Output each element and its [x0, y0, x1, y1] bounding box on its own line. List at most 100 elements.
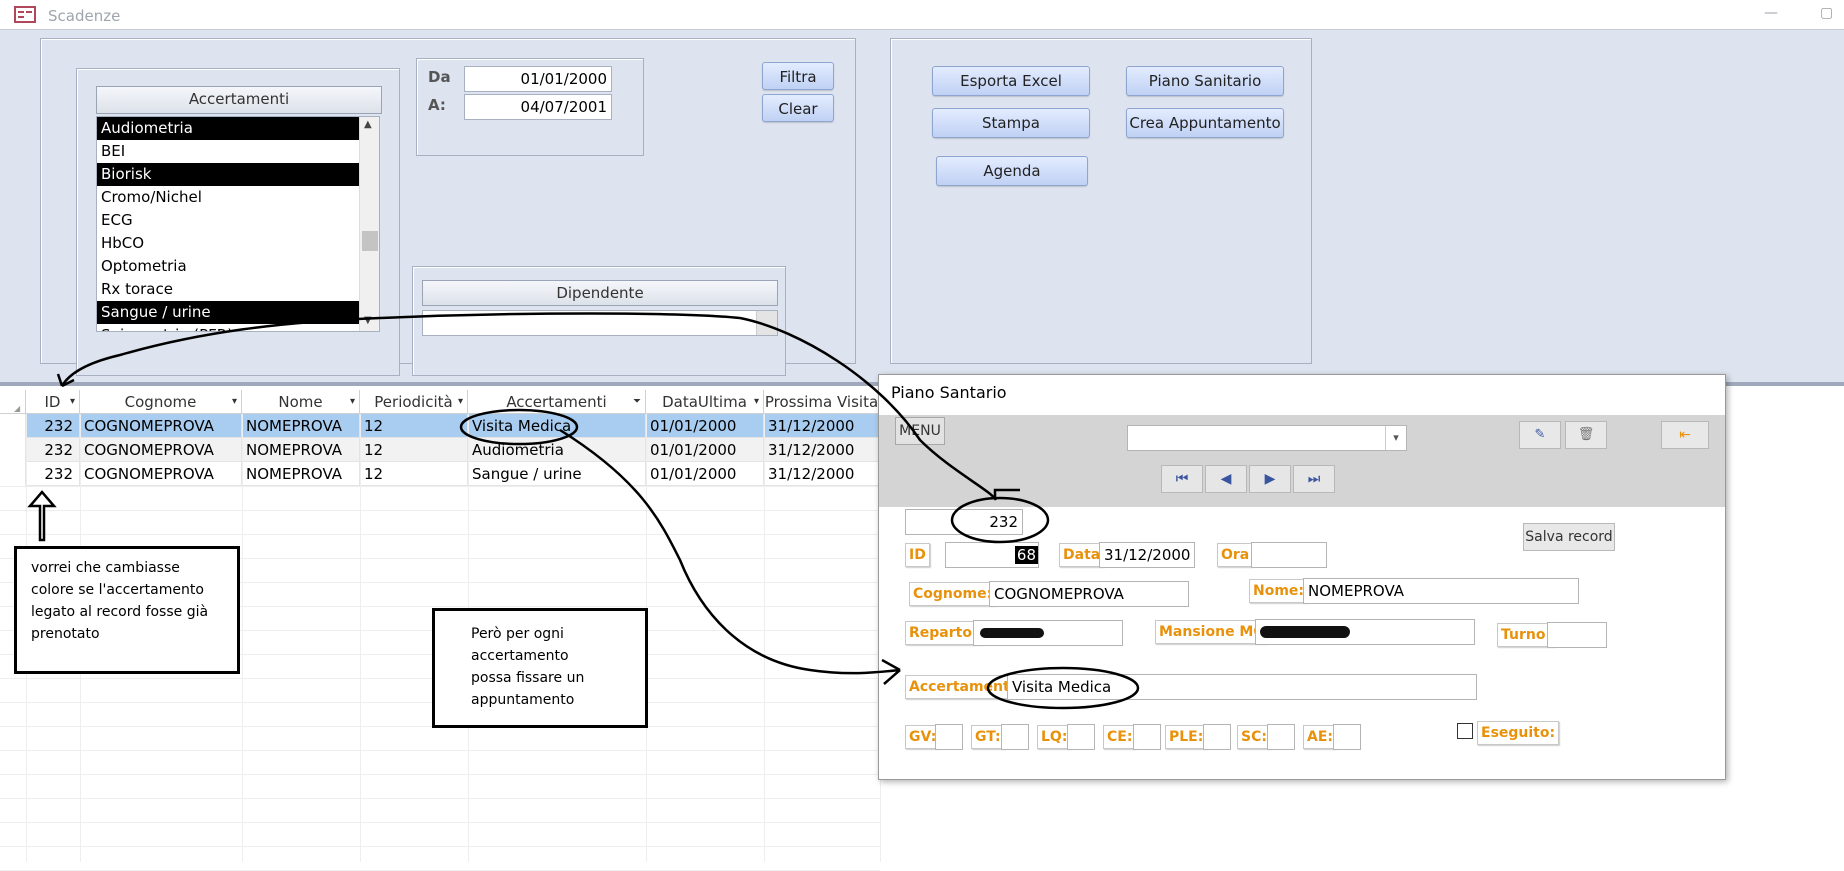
small-field-input[interactable] [1133, 724, 1161, 750]
scroll-up-icon[interactable]: ▲ [364, 119, 372, 130]
accertamento-list-item[interactable]: ECG [101, 211, 133, 229]
dropdown-arrow-icon[interactable]: ▾ [457, 396, 463, 407]
grid-cell[interactable]: Visita Medica [468, 414, 646, 438]
row-selector[interactable] [0, 414, 26, 438]
esporta-excel-button[interactable]: Esporta Excel [932, 66, 1090, 96]
data-field[interactable]: 31/12/2000 [1099, 542, 1195, 568]
dropdown-arrow-icon[interactable]: ▾ [231, 396, 237, 407]
agenda-button[interactable]: Agenda [936, 156, 1088, 186]
small-field-input[interactable] [935, 724, 963, 750]
grid-column-header[interactable]: Cognome ▾ [80, 390, 242, 414]
grid-cell[interactable]: 232 [26, 462, 80, 486]
grid-cell[interactable]: 12 [360, 438, 468, 462]
restore-button[interactable]: ▢ [1820, 5, 1834, 21]
filter-icon[interactable]: ⏷ [633, 396, 641, 407]
grid-cell[interactable]: 12 [360, 414, 468, 438]
dropdown-arrow-icon[interactable]: ▾ [349, 396, 355, 407]
salva-record-button[interactable]: Salva record [1523, 523, 1615, 551]
grid-cell[interactable]: 01/01/2000 [646, 438, 764, 462]
accertamento-list-item[interactable]: HbCO [101, 234, 145, 252]
grid-column-header[interactable]: Nome ▾ [242, 390, 360, 414]
grid-cell[interactable]: 12 [360, 462, 468, 486]
grid-cell[interactable]: 31/12/2000 [764, 438, 880, 462]
accertamento-list-item[interactable]: BEI [101, 142, 126, 160]
exit-door-icon[interactable]: ⇤ [1661, 421, 1709, 449]
grid-cell[interactable]: NOMEPROVA [242, 414, 360, 438]
grid-cell[interactable]: COGNOMEPROVA [80, 462, 242, 486]
nome-label: Nome: [1249, 579, 1309, 603]
last-record-icon[interactable]: ⏭ [1293, 465, 1335, 493]
dropdown-arrow-icon[interactable]: ▾ [753, 396, 759, 407]
mansione-field[interactable] [1255, 619, 1475, 645]
accertamento-list-item[interactable]: Sangue / urine [97, 301, 359, 324]
id-field[interactable]: 68 [945, 542, 1039, 568]
grid-column-header[interactable]: DataUltima ▾ [646, 390, 764, 414]
accertamento-field[interactable]: Visita Medica [1007, 674, 1477, 700]
grid-cell[interactable]: 232 [26, 438, 80, 462]
ora-field[interactable] [1251, 542, 1327, 568]
accertamento-list-item[interactable]: Spirometria (PFR) [97, 324, 359, 331]
small-field-input[interactable] [1203, 724, 1231, 750]
listbox-scrollbar[interactable]: ▲ ▼ [359, 117, 379, 331]
record-id-field[interactable]: 232 [905, 509, 1023, 535]
combo-chevron-down-icon[interactable]: ▾ [1385, 426, 1406, 450]
grid-cell[interactable]: NOMEPROVA [242, 438, 360, 462]
grid-cell[interactable]: 31/12/2000 [764, 414, 880, 438]
accertamento-list-item[interactable]: Rx torace [101, 280, 173, 298]
small-field-input[interactable] [1067, 724, 1095, 750]
small-field-input[interactable] [1001, 724, 1029, 750]
row-selector[interactable] [0, 438, 26, 462]
first-record-icon[interactable]: ⏮ [1161, 465, 1203, 493]
edit-pencil-icon[interactable]: ✎ [1519, 421, 1561, 449]
grid-cell[interactable]: COGNOMEPROVA [80, 414, 242, 438]
grid-column-header[interactable]: Periodicità ▾ [360, 390, 468, 414]
clear-button[interactable]: Clear [762, 94, 834, 122]
a-date-field[interactable]: 04/07/2001 [464, 94, 612, 120]
grid-column-header[interactable]: ID ▾ [26, 390, 80, 414]
stampa-button[interactable]: Stampa [932, 108, 1090, 138]
prev-record-icon[interactable]: ◀ [1205, 465, 1247, 493]
scroll-down-icon[interactable]: ▼ [364, 315, 372, 326]
small-field-input[interactable] [1267, 724, 1295, 750]
grid-cell[interactable]: Audiometria [468, 438, 646, 462]
delete-trash-icon[interactable]: 🗑 [1565, 421, 1607, 449]
menu-button[interactable]: MENU [895, 417, 945, 445]
scroll-thumb[interactable] [362, 231, 378, 251]
select-all-icon[interactable]: ◢ [0, 390, 26, 414]
reparto-field[interactable] [973, 620, 1123, 646]
accertamento-list-item[interactable]: Audiometria [97, 117, 359, 140]
grid-cell[interactable]: 01/01/2000 [646, 414, 764, 438]
filtra-button[interactable]: Filtra [762, 62, 834, 90]
grid-cell[interactable]: 31/12/2000 [764, 462, 880, 486]
turno-field[interactable] [1547, 622, 1607, 648]
accertamento-list-item[interactable]: Biorisk [97, 163, 359, 186]
next-record-icon[interactable]: ▶ [1249, 465, 1291, 493]
grid-cell[interactable]: 232 [26, 414, 80, 438]
grid-cell[interactable]: Sangue / urine [468, 462, 646, 486]
accertamento-list-item[interactable]: Optometria [101, 257, 187, 275]
cognome-field[interactable]: COGNOMEPROVA [989, 581, 1189, 607]
dropdown-arrow-icon[interactable]: ▾ [69, 396, 75, 407]
accertamento-list-item[interactable]: Cromo/Nichel [101, 188, 202, 206]
small-field-input[interactable] [1333, 724, 1361, 750]
grid-column-header[interactable]: Accertamenti ⏷ [468, 390, 646, 414]
grid-column-header[interactable]: Prossima Visita [764, 390, 880, 414]
nome-field[interactable]: NOMEPROVA [1303, 578, 1579, 604]
minimize-button[interactable]: — [1764, 5, 1778, 21]
piano-sanitario-button[interactable]: Piano Sanitario [1126, 66, 1284, 96]
grid-cell[interactable]: NOMEPROVA [242, 462, 360, 486]
grid-cell[interactable]: 01/01/2000 [646, 462, 764, 486]
da-date-field[interactable]: 01/01/2000 [464, 66, 612, 92]
record-combo[interactable] [1127, 425, 1407, 451]
eseguito-checkbox[interactable] [1457, 723, 1473, 739]
dipendente-dropdown-icon[interactable] [756, 311, 777, 335]
crea-appuntamento-button[interactable]: Crea Appuntamento [1126, 108, 1284, 138]
grid-cell[interactable]: COGNOMEPROVA [80, 438, 242, 462]
row-selector[interactable] [0, 462, 26, 486]
dipendente-combo[interactable] [422, 310, 778, 336]
